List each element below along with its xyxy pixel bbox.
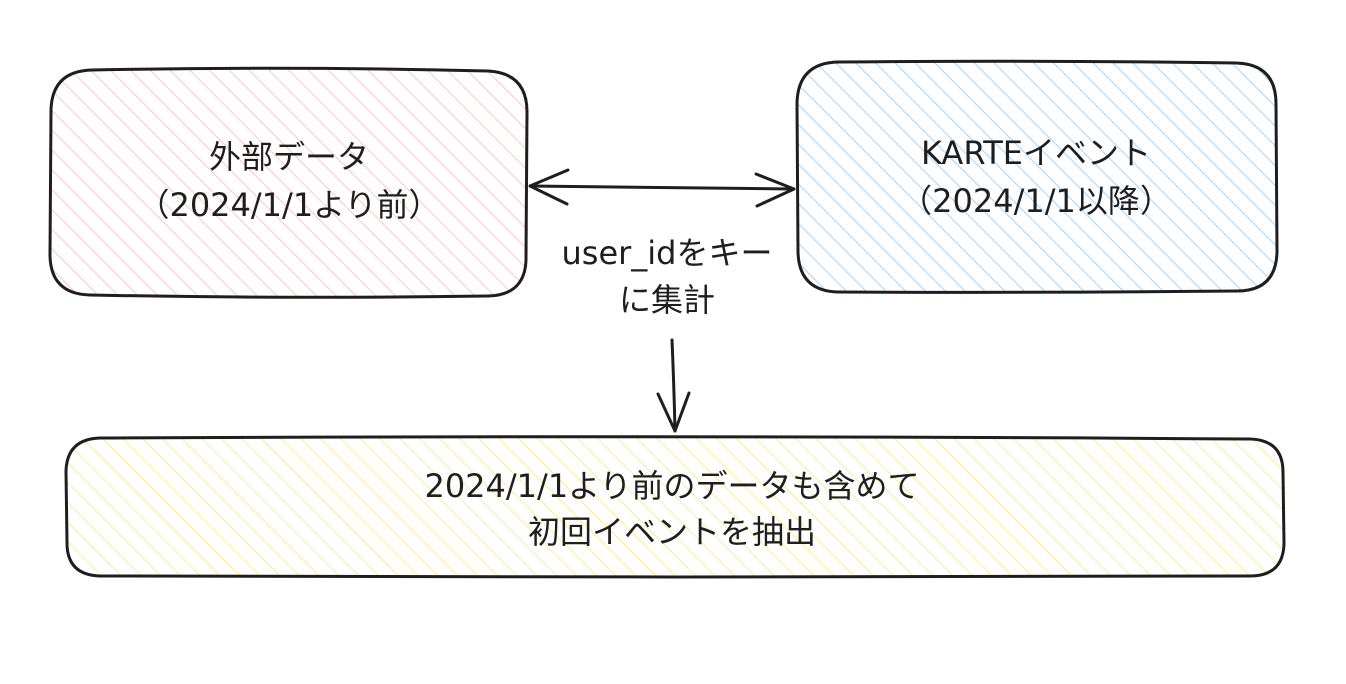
node-external-data[interactable]: 外部データ （2024/1/1より前）	[48, 66, 529, 299]
node-first-event-extraction[interactable]: 2024/1/1より前のデータも含めて 初回イベントを抽出	[64, 435, 1286, 579]
edge-join-bidirectional	[528, 168, 796, 208]
node-first-event-extraction-line-2: 初回イベントを抽出	[528, 513, 816, 551]
node-karte-events-line-1: KARTEイベント	[921, 134, 1151, 172]
node-karte-events-border	[795, 59, 1279, 294]
node-karte-events-fill	[797, 62, 1277, 292]
edge-down-arrowhead	[656, 391, 691, 433]
node-first-event-extraction-line-1: 2024/1/1より前のデータも含めて	[424, 467, 919, 505]
edge-join-arrowhead-right	[754, 172, 796, 208]
edge-down-line	[670, 338, 677, 433]
node-external-data-border	[48, 66, 529, 299]
edge-join-line	[528, 184, 796, 191]
node-external-data-line-1: 外部データ	[209, 138, 369, 176]
edge-join-arrowhead-left	[528, 168, 570, 206]
node-external-data-fill	[50, 70, 528, 296]
node-external-data-line-2: （2024/1/1より前）	[137, 186, 440, 224]
edge-join-label-line-2: に集計	[619, 281, 715, 319]
edge-down-arrow	[656, 338, 691, 433]
node-karte-events-line-2: （2024/1/1以降）	[900, 182, 1172, 220]
node-first-event-extraction-border	[64, 435, 1286, 579]
node-first-event-extraction-fill	[66, 438, 1284, 576]
node-karte-events[interactable]: KARTEイベント （2024/1/1以降）	[795, 59, 1279, 294]
edge-join-label-line-1: user_idをキー	[561, 234, 772, 272]
